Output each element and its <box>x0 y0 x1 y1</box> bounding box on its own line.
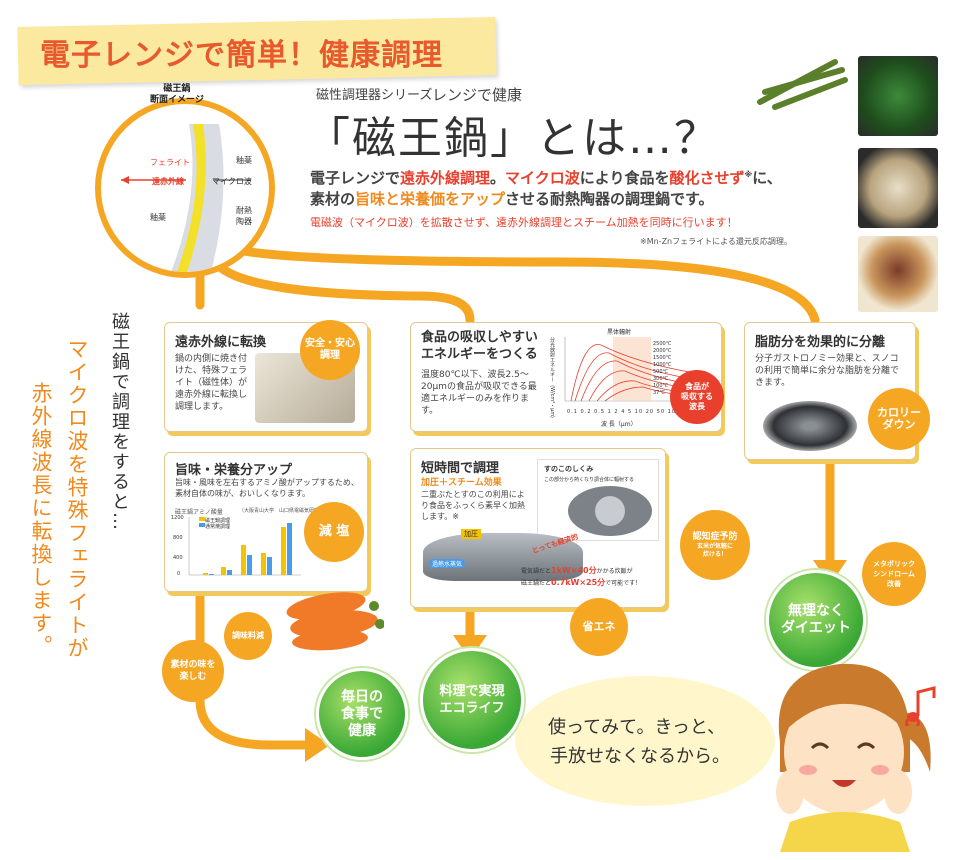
card-energy: 食品の吸収しやすい エネルギーをつくる 温度80℃以下、波長2.5〜20μmの食… <box>410 322 722 432</box>
legend-item-2: 通常焼調理 <box>205 524 231 530</box>
badge-metabolic-syndrome: メタボリック シンドローム 改善 <box>862 542 926 606</box>
music-note-icon <box>905 686 936 726</box>
card-energy-body: 温度80℃以下、波長2.5〜20μmの食品が吸収できる最適エネルギーのみを作りま… <box>421 370 537 416</box>
banner-title: 電子レンジで簡単！健康調理 <box>40 38 443 73</box>
cross-section-diagram <box>95 98 275 278</box>
card-umami-body: 旨味・風味を左右するアミノ酸がアップするため、素材自体の味が、おいしくなります。 <box>175 478 359 498</box>
card-far-ir-body: 鍋の内側に焼き付けた、特殊フェライト（磁性体）が遠赤外線に転換し調理します。 <box>175 354 248 412</box>
lead-line-1: 電子レンジで遠赤外線調理。マイクロ波により食品を酸化させず※に、 <box>310 163 830 190</box>
badge-low-salt: 減 塩 <box>304 502 364 562</box>
result-healthy-meals: 毎日の 食事で 健康 <box>316 668 408 760</box>
speech-bubble <box>515 676 775 806</box>
vertical-text-2: マイクロ波を特殊フェライトが <box>65 338 89 660</box>
ytick-0: 0 <box>177 571 181 577</box>
eggplant-dish-photo <box>858 236 938 312</box>
glaze-label-top: 釉薬 <box>236 156 252 165</box>
amino-chart-source: （大阪青山大学 山口県電磁気研究会ゼミ） <box>239 508 340 514</box>
badge-enjoy-natural-taste: 素材の味を 楽しむ <box>162 640 224 702</box>
red-note: 電磁波（マイクロ波）を拡散させず、遠赤外線調理とスチーム加熱を同時に行います！ <box>310 216 738 229</box>
girl-illustration <box>776 663 931 852</box>
ceramic-label: 耐熱 陶器 <box>236 206 252 226</box>
badge-energy-saving: 省エネ <box>570 598 628 656</box>
lead-highlight-umami: 旨味と栄養価をアップ <box>355 190 506 208</box>
card-short-time: 短時間で調理 加圧＋スチーム効果 二重ぶたとすのこの利用により食品をふっくら素早… <box>410 448 666 608</box>
legend-item-1: 磁王鍋調理 <box>205 518 231 524</box>
steam-label: 過熱水蒸気 <box>429 559 466 568</box>
badge-less-seasoning: 調味料減 <box>224 612 272 660</box>
ferrite-label: フェライト <box>150 158 190 167</box>
result-eco-life: 料理で実現 エコライフ <box>420 648 524 752</box>
lead-highlight-far-ir: 遠赤外線調理 <box>400 169 491 187</box>
series-label: 磁性調理器シリーズ <box>316 88 433 103</box>
steamer-inset-title: すのこのしくみ <box>544 465 594 473</box>
speech-line-1: 使ってみて。きっと、 <box>548 717 726 738</box>
lead-text: に、 <box>752 169 782 187</box>
card-fat-title: 脂肪分を効果的に分離 <box>755 335 886 350</box>
ytick-800: 800 <box>173 535 183 541</box>
card-umami-title: 旨味・栄養分アップ <box>175 463 293 478</box>
ytick-1200: 1200 <box>171 515 184 521</box>
lead-text: 電子レンジで <box>310 169 401 187</box>
footnote-mark: ※ <box>744 170 753 179</box>
ytick-400: 400 <box>173 555 183 561</box>
lead-text: させる耐熱陶器の調理鍋です。 <box>505 190 714 208</box>
microwave-label: マイクロ波 <box>212 177 252 186</box>
blackbody-xticks: 0.1 0.2 0.5 1 2 4 5 10 20 50 100 <box>567 409 679 415</box>
vertical-text-1: 磁王鍋で調理をすると… <box>109 312 130 532</box>
badge-dementia-title: 認知症予防 <box>692 532 738 542</box>
amino-bar-chart <box>188 517 301 576</box>
lead-highlight-no-oxidation: 酸化させず <box>669 169 745 187</box>
lead-line-2: 素材の旨味と栄養価をアップさせる耐熱陶器の調理鍋です。 <box>310 187 830 211</box>
lead-text: 素材の <box>310 190 356 208</box>
glaze-label-bottom: 釉薬 <box>150 213 166 222</box>
card-short-subtitle: 加圧＋スチーム効果 <box>421 478 502 488</box>
badge-calorie-down: カロリー ダウン <box>868 388 930 450</box>
mushroom-dish-photo <box>858 148 938 228</box>
series-subtitle: レンジで健康 <box>432 86 523 104</box>
card-far-ir-title: 遠赤外線に転換 <box>175 335 267 350</box>
page-title: 「磁王鍋」とは…？ <box>306 113 720 164</box>
steamer-plate-image <box>568 486 652 536</box>
blackbody-xlabel: 波 長（μm） <box>601 421 637 428</box>
vertical-text-3: 赤外線波長に転換します。 <box>29 382 53 658</box>
speech-line-2: 手放せなくなるから。 <box>550 746 730 767</box>
badge-dementia-prevention: 認知症予防 玄米が気軽に 炊ける！ <box>680 510 750 580</box>
card-short-body: 二重ぶたとすのこの利用により食品をふっくら素早く加熱します。※ <box>421 490 525 521</box>
cross-section-title: 磁王鍋 断面イメージ <box>150 84 204 105</box>
steamer-inset: すのこのしくみ この部分から熱くなり調合体に輻射する <box>537 459 659 541</box>
carrots-photo <box>286 592 384 651</box>
badge-absorb-wavelength: 食品が 吸収する 波長 <box>670 370 724 424</box>
rice-note-2: 磁王鍋だと0.7kW×25分で可能です！ <box>521 578 642 587</box>
pot-cutaway-illustration <box>423 533 583 581</box>
blackbody-chart <box>564 337 709 402</box>
pressure-label: 加圧 <box>461 529 481 539</box>
lead-highlight-microwave: マイクロ波 <box>505 169 580 187</box>
card-short-title: 短時間で調理 <box>421 461 500 476</box>
rice-note-1: 電気鍋だと1kW×40分かかる炊飯が <box>521 566 633 575</box>
steamer-tray-photo <box>763 401 857 451</box>
blackbody-chart-title: 黒体輻射 <box>607 329 632 336</box>
footnote: ※Mn-Znフェライトによる還元反応調理。 <box>640 237 792 246</box>
card-fat-body: 分子ガストロノミー効果と、スノコの利用で簡単に余分な脂肪を分離できます。 <box>755 354 900 388</box>
spinach-photo <box>858 56 938 136</box>
pot-wall-illustration <box>121 124 251 272</box>
result-diet: 無理なく ダイエット <box>766 570 866 670</box>
amino-chart-title: 磁王鍋アミノ酸量 <box>175 509 223 516</box>
card-umami: 旨味・栄養分アップ 旨味・風味を左右するアミノ酸がアップするため、素材自体の味が… <box>164 452 368 592</box>
steamer-inset-body: この部分から熱くなり調合体に輻射する <box>544 477 635 483</box>
asparagus-photo <box>757 59 848 110</box>
lead-text: 。 <box>490 169 506 187</box>
badge-safe-cooking: 安全・安心 調理 <box>300 320 360 380</box>
badge-dementia-sub: 玄米が気軽に 炊ける！ <box>696 543 733 558</box>
blackbody-ylabel: 分光放射エネルギー（W/cm²・μm） <box>549 337 555 422</box>
far-ir-label: 遠赤外線 <box>152 177 184 186</box>
card-energy-title: 食品の吸収しやすい エネルギーをつくる <box>421 330 538 362</box>
lead-text: により食品を <box>579 169 670 187</box>
